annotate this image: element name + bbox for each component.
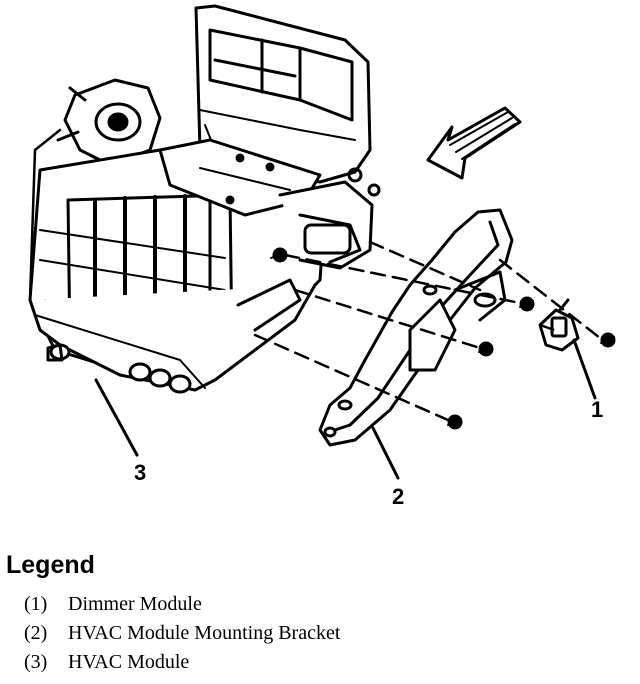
- legend-item: (2) HVAC Module Mounting Bracket: [24, 619, 640, 648]
- legend-title: Legend: [6, 551, 95, 579]
- legend-item-label: HVAC Module Mounting Bracket: [68, 622, 341, 644]
- legend-item-label: HVAC Module: [68, 651, 190, 673]
- legend-list: (1) Dimmer Module (2) HVAC Module Mounting…: [24, 590, 640, 677]
- alignment-lines: [253, 240, 602, 422]
- hvac-module: [28, 4, 381, 394]
- callout-3: 3: [134, 460, 147, 485]
- legend-item: (3) HVAC Module: [24, 648, 640, 677]
- callout-2: 2: [392, 484, 405, 509]
- direction-arrow: [426, 106, 522, 180]
- hvac-exploded-diagram: [28, 4, 616, 480]
- callout-1: 1: [591, 397, 604, 422]
- legend: Legend (1) Dimmer Module (2) HVAC Module M…: [0, 548, 640, 677]
- legend-item: (1) Dimmer Module: [24, 590, 640, 619]
- mounting-bracket: [318, 208, 514, 447]
- legend-item-number: (2): [24, 622, 48, 644]
- legend-item-number: (3): [24, 651, 48, 673]
- leader-lines: [94, 338, 597, 480]
- legend-item-label: Dimmer Module: [68, 593, 202, 615]
- fasteners: [270, 247, 616, 430]
- legend-item-number: (1): [24, 593, 48, 615]
- dimmer-module: [538, 298, 580, 352]
